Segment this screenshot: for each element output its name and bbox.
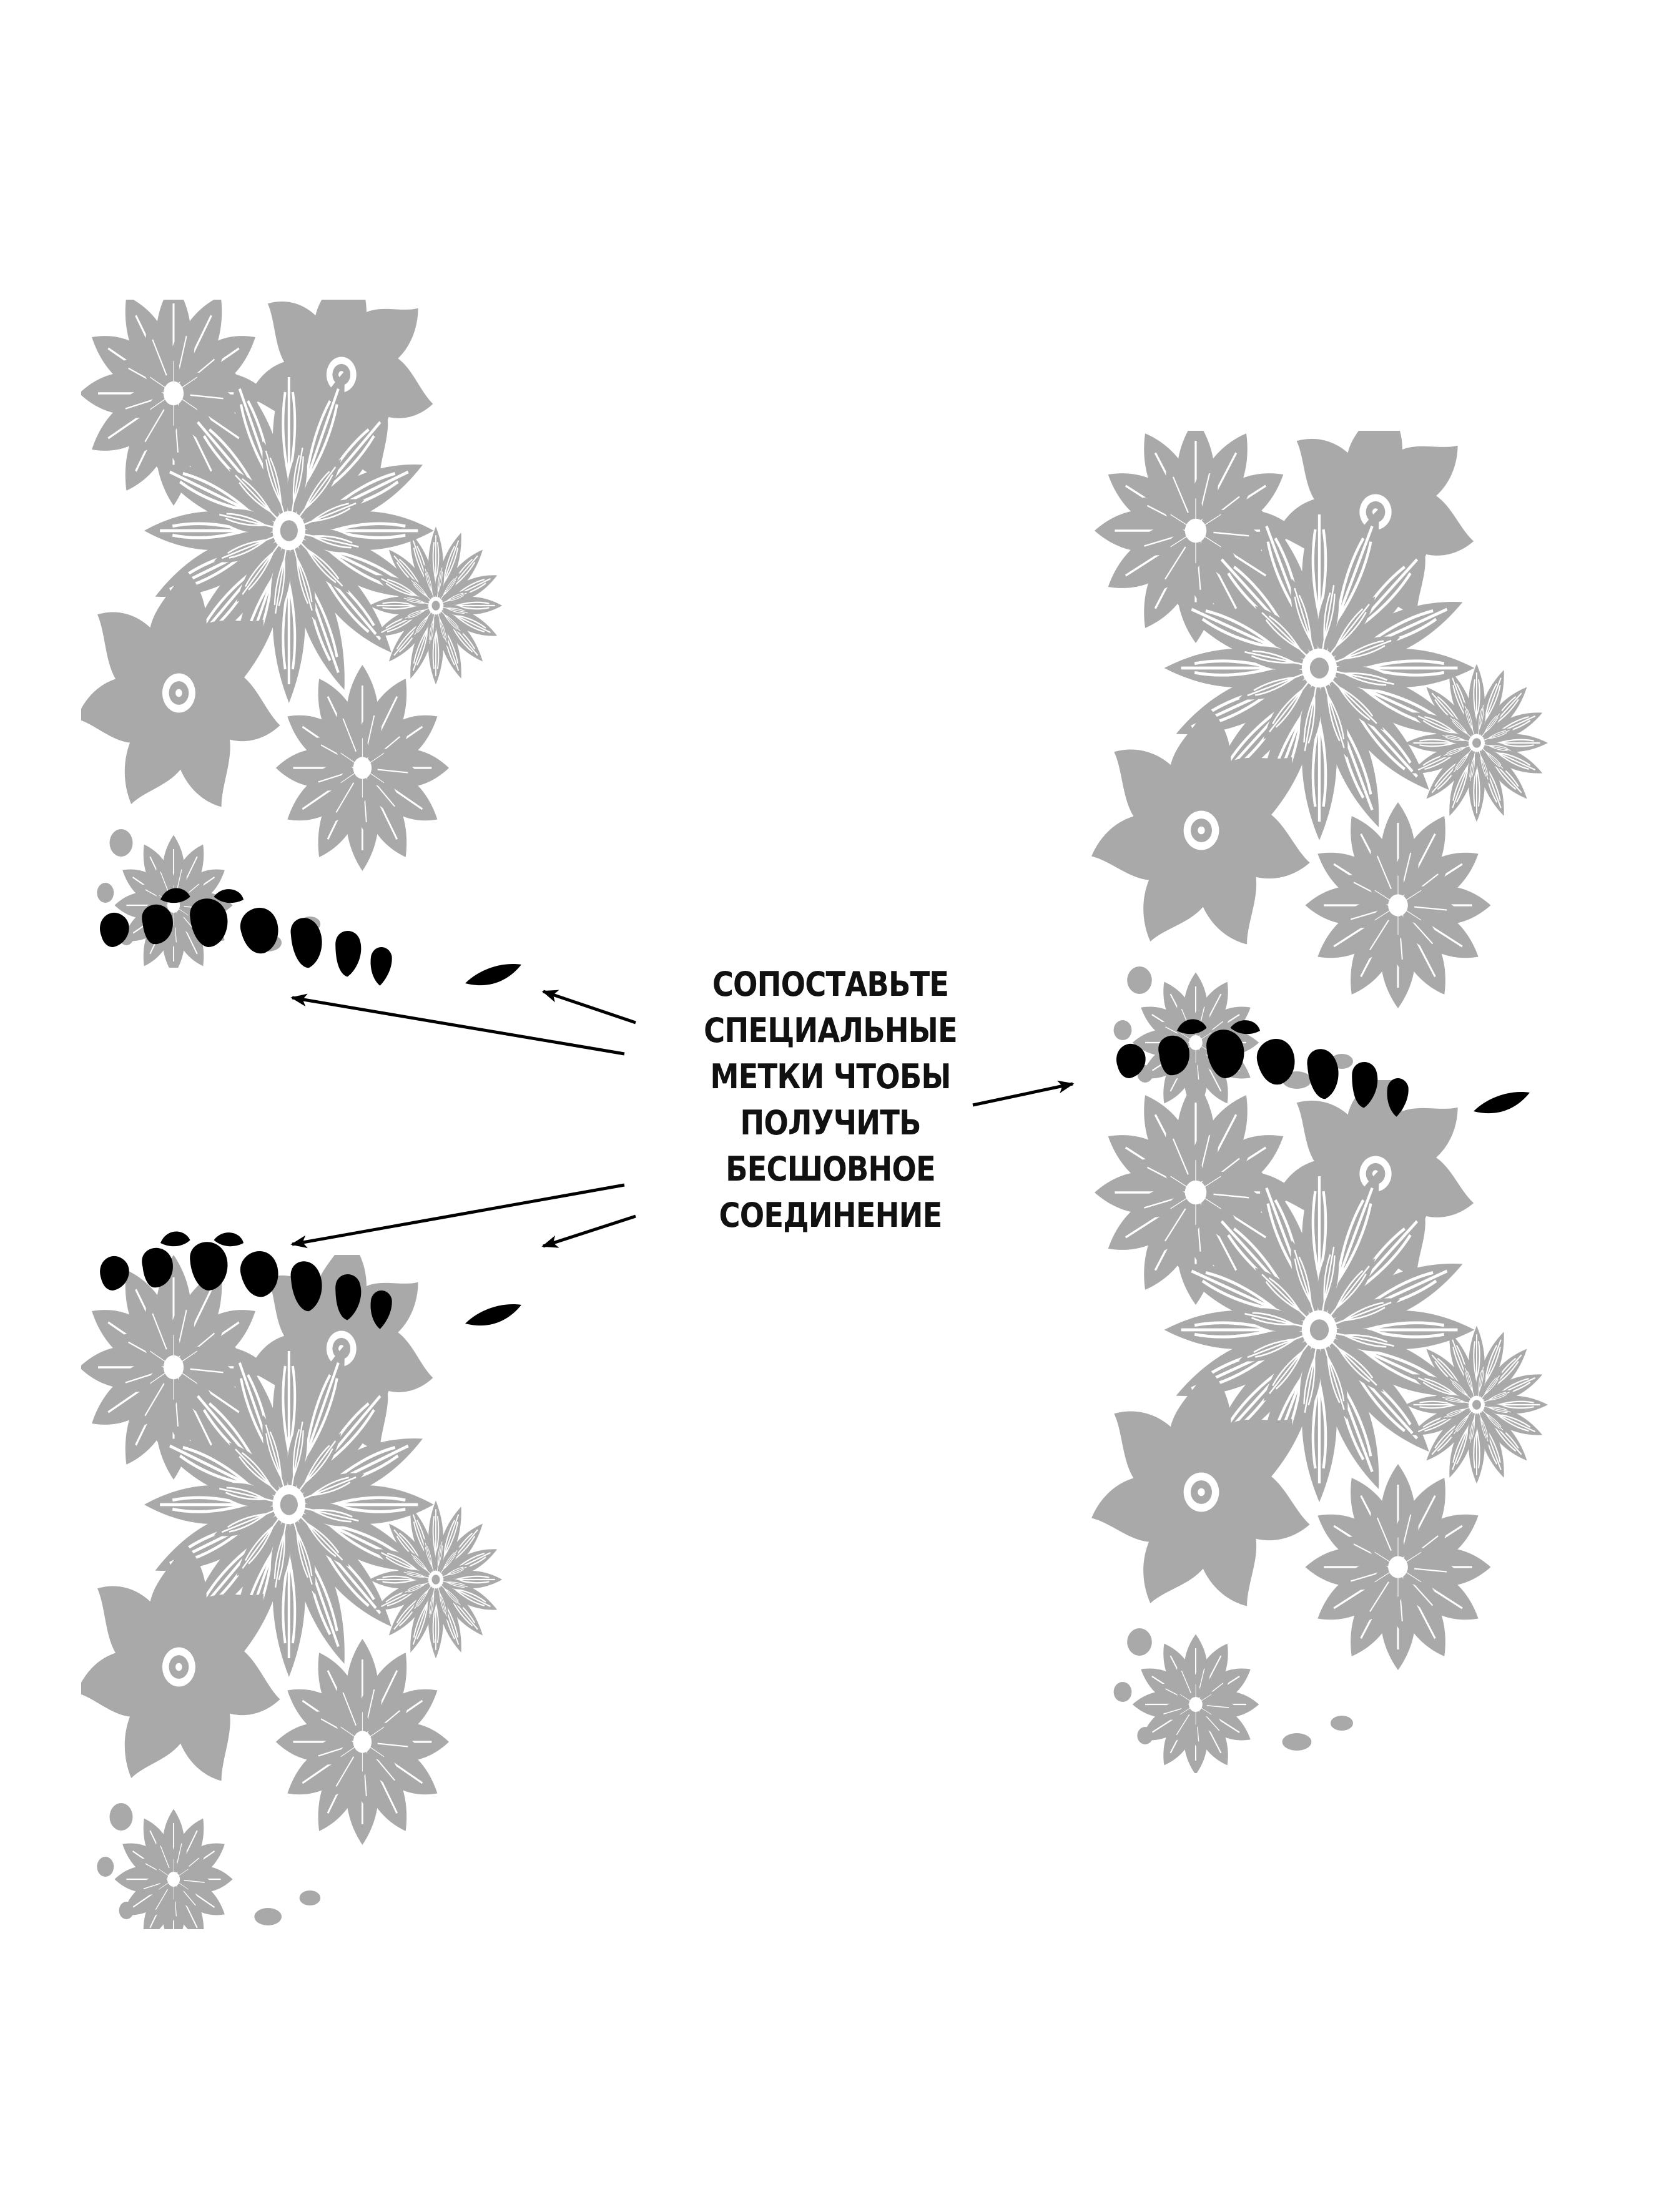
floral-pattern (1085, 400, 1548, 1113)
floral-pattern (1085, 1061, 1548, 1775)
caption-line: СПЕЦИАЛЬНЫЕ (704, 1011, 958, 1050)
arrows (290, 990, 1075, 1249)
arrow-icon (541, 990, 636, 1025)
panel-top-left (71, 262, 521, 986)
caption-line: СОПОСТАВЬТЕ (712, 965, 949, 1004)
panel-bottom-left (71, 1231, 521, 1950)
caption-line: БЕСШОВНОЕ (726, 1149, 936, 1189)
floral-pattern (71, 1236, 502, 1950)
caption-line: МЕТКИ ЧТОБЫ (710, 1057, 951, 1096)
panel-right-joined (1085, 400, 1548, 1775)
instruction-caption: СОПОСТАВЬТЕ СПЕЦИАЛЬНЫЕ МЕТКИ ЧТОБЫ ПОЛУ… (664, 961, 997, 1239)
arrow-icon (541, 1214, 636, 1248)
caption-line: ПОЛУЧИТЬ (740, 1103, 921, 1143)
arrow-icon (972, 1080, 1075, 1107)
caption-line: СОЕДИНЕНИЕ (719, 1196, 943, 1235)
arrow-icon (290, 1183, 625, 1249)
floral-pattern (71, 262, 502, 976)
arrow-icon (290, 993, 625, 1056)
